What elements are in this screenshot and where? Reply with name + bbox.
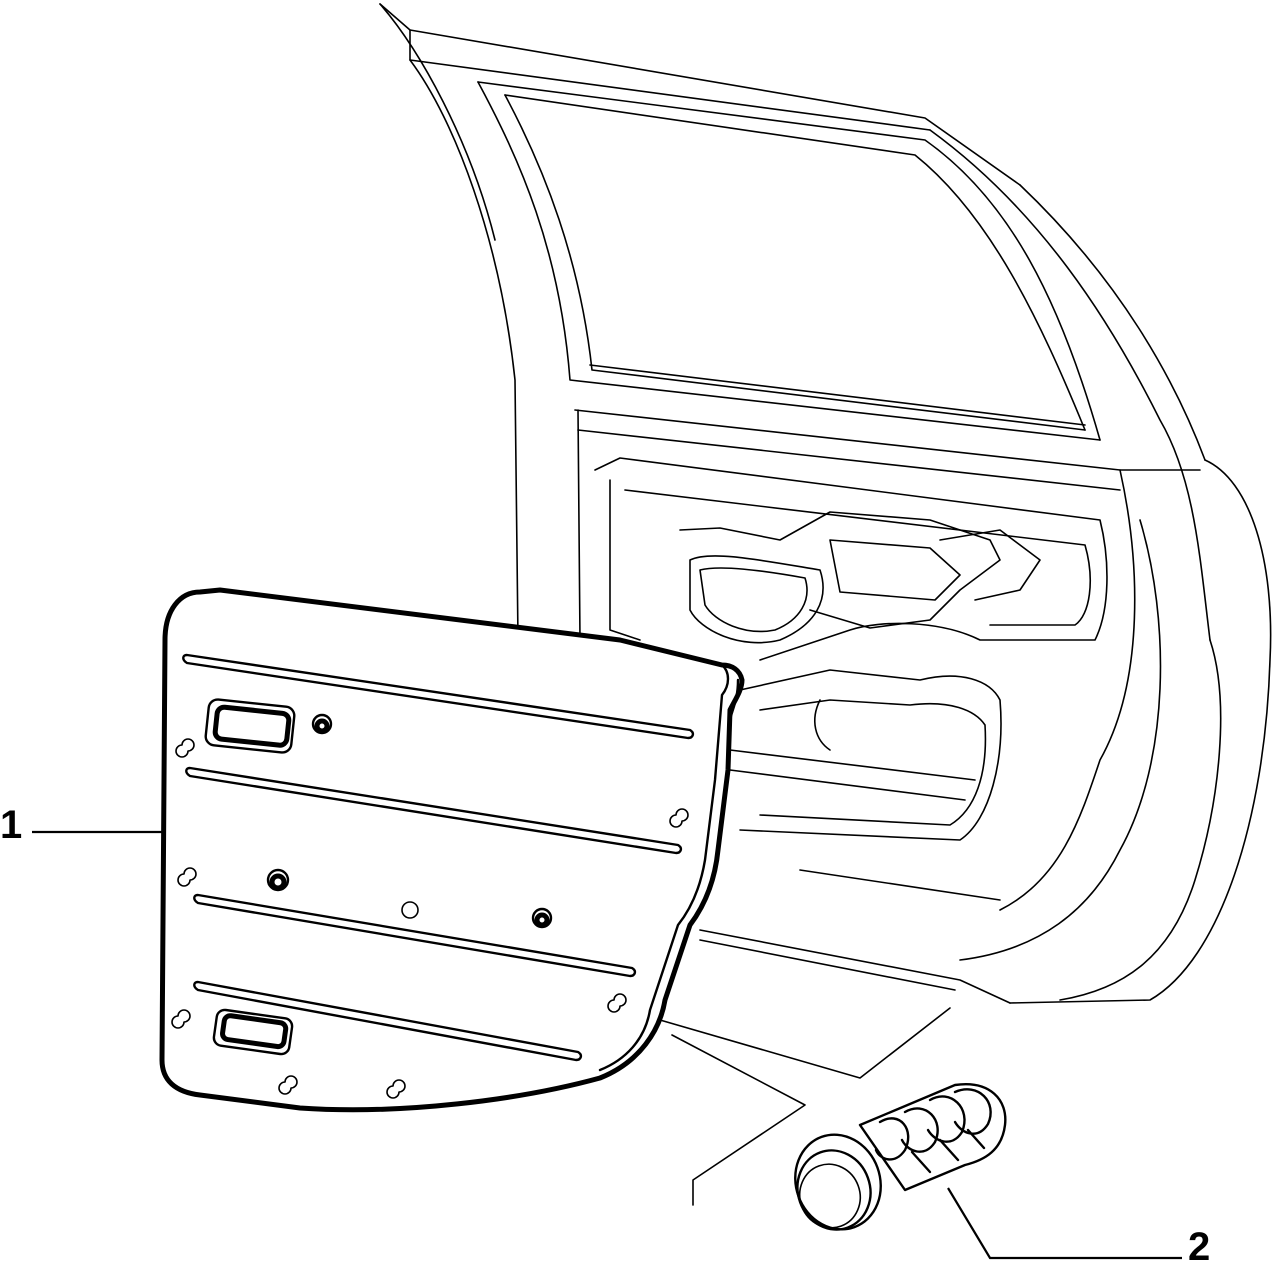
callout-label-2: 2 bbox=[1188, 1225, 1210, 1263]
clip-holes bbox=[171, 738, 689, 1099]
door-trim-panel bbox=[159, 587, 745, 1113]
upper-handle-slot bbox=[204, 698, 296, 754]
panel-holes bbox=[266, 713, 553, 929]
lower-handle-slot bbox=[212, 1008, 294, 1056]
callout-2: 2 bbox=[947, 1187, 1210, 1263]
trim-fastener-clip bbox=[794, 1083, 1007, 1231]
callout-label-1: 1 bbox=[0, 803, 22, 847]
door-shell bbox=[379, 3, 1272, 1206]
panel-grooves bbox=[182, 653, 695, 1062]
callout-1: 1 bbox=[0, 803, 162, 847]
